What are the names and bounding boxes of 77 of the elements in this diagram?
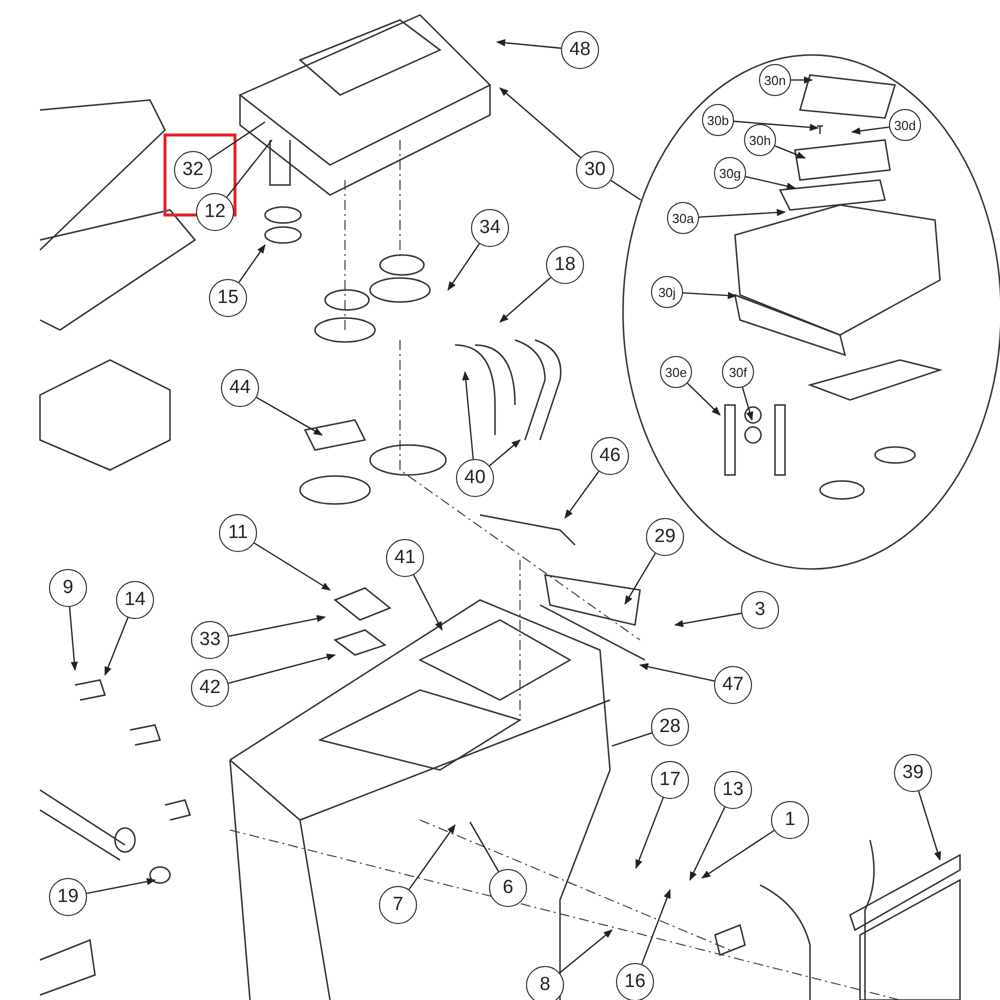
leader-line (612, 732, 652, 747)
callout-number: 33 (191, 621, 229, 659)
callout-number: 8 (526, 966, 564, 1000)
callout-number: 17 (651, 761, 689, 799)
callout-number: 30j (651, 276, 683, 308)
leader-line (610, 180, 642, 201)
callout-number: 48 (561, 31, 599, 69)
callout-number: 15 (209, 279, 247, 317)
callout-number: 46 (591, 437, 629, 475)
callout-number: 32 (174, 151, 212, 189)
leader-line (447, 243, 480, 291)
callout-number: 39 (894, 754, 932, 792)
callout-number: 29 (646, 518, 684, 556)
callout-number: 7 (379, 886, 417, 924)
callout-number: 30h (744, 124, 776, 156)
leader-line (86, 878, 156, 894)
leader-line (701, 830, 774, 879)
callout-number: 1 (771, 801, 809, 839)
leader-line (499, 277, 552, 323)
callout-number: 42 (191, 669, 229, 707)
leader-line (228, 615, 326, 637)
callout-number: 41 (386, 539, 424, 577)
leader-line (408, 824, 456, 890)
leader-line (639, 663, 715, 682)
callout-number: 30d (889, 109, 921, 141)
leader-line (68, 606, 78, 671)
leader-line (689, 806, 726, 881)
callout-number: 30n (759, 64, 791, 96)
leader-line (226, 140, 273, 198)
leader-line (499, 87, 582, 158)
leader-line (489, 439, 521, 466)
leader-line (104, 617, 128, 676)
callout-number: 30b (702, 104, 734, 136)
leader-line (228, 654, 336, 684)
callout-number: 30 (576, 151, 614, 189)
leader-line (774, 145, 806, 159)
callout-number: 30a (667, 202, 699, 234)
callout-number: 30f (722, 356, 754, 388)
leader-line (641, 889, 671, 964)
leader-line (686, 382, 721, 416)
callout-number: 28 (651, 708, 689, 746)
leader-line (238, 244, 266, 283)
callout-number: 47 (714, 666, 752, 704)
leader-line (256, 396, 323, 436)
leader-line (682, 292, 737, 300)
callout-number: 16 (616, 963, 654, 1000)
callout-number: 12 (196, 193, 234, 231)
callout-number: 13 (714, 771, 752, 809)
leader-line (624, 552, 656, 605)
leader-line (254, 542, 331, 591)
leader-line (918, 790, 942, 861)
leader-line (469, 822, 500, 872)
leader-line (674, 612, 742, 628)
callout-number: 30e (660, 356, 692, 388)
callout-number: 14 (116, 581, 154, 619)
leader-line (745, 176, 796, 190)
leader-line (564, 471, 600, 519)
callout-number: 9 (49, 569, 87, 607)
leader-line (742, 387, 754, 421)
callout-number: 6 (489, 869, 527, 907)
leader-line (496, 39, 562, 49)
callout-number: 40 (456, 459, 494, 497)
leader-line (413, 574, 443, 631)
leader-line (791, 76, 813, 84)
leader-line (208, 121, 266, 160)
leader-line (462, 371, 474, 460)
callout-number: 34 (471, 209, 509, 247)
callout-number: 11 (219, 514, 257, 552)
callout-number: 3 (741, 591, 779, 629)
callout-number: 30g (714, 157, 746, 189)
leader-line (559, 929, 613, 974)
leader-line (698, 208, 786, 218)
leader-line (734, 120, 819, 131)
callout-number: 44 (221, 369, 259, 407)
callout-number: 18 (546, 246, 584, 284)
leader-line (635, 797, 664, 869)
callout-number: 19 (49, 878, 87, 916)
